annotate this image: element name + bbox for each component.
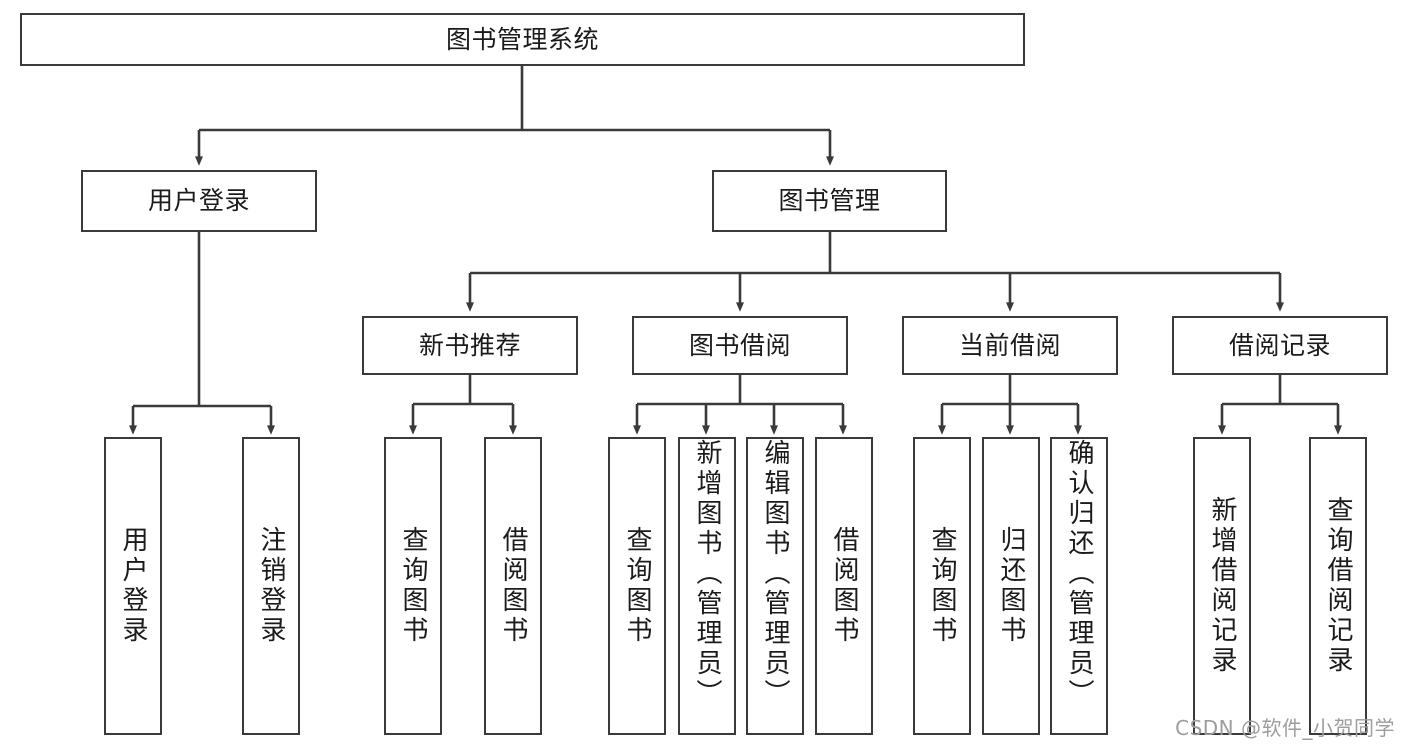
leaf-label: 查询借阅记录 (1323, 496, 1353, 676)
node-book-borrow-label: 图书借阅 (688, 330, 791, 360)
node-book-management[interactable]: 图书管理 (712, 170, 947, 232)
node-new-book-recommend[interactable]: 新书推荐 (362, 316, 578, 375)
leaf-new-book-query-book[interactable]: 查询图书 (384, 437, 442, 735)
node-book-management-label: 图书管理 (778, 186, 881, 215)
watermark: CSDN @软件_小贺同学 (1175, 716, 1395, 740)
leaf-borrow-record-query-record[interactable]: 查询借阅记录 (1309, 437, 1367, 735)
node-book-borrow[interactable]: 图书借阅 (632, 316, 848, 375)
node-user-login-label: 用户登录 (147, 186, 250, 215)
node-new-book-recommend-label: 新书推荐 (418, 330, 521, 360)
leaf-user-login-login[interactable]: 用户登录 (104, 437, 162, 735)
leaf-user-login-logout[interactable]: 注销登录 (242, 437, 300, 735)
leaf-label: 查询图书 (398, 526, 428, 646)
leaf-book-borrow-add-book-admin[interactable]: 新增图书（管理员） (678, 437, 736, 735)
leaf-label: 新增图书（管理员） (692, 439, 722, 709)
leaf-label: 确认归还（管理员） (1064, 439, 1094, 709)
leaf-label: 注销登录 (256, 526, 286, 646)
leaf-new-book-borrow-book[interactable]: 借阅图书 (484, 437, 542, 735)
leaf-label: 编辑图书（管理员） (760, 439, 790, 709)
node-borrow-record[interactable]: 借阅记录 (1172, 316, 1388, 375)
leaf-current-borrow-return-book[interactable]: 归还图书 (982, 437, 1040, 735)
leaf-book-borrow-query-book[interactable]: 查询图书 (608, 437, 666, 735)
leaf-label: 归还图书 (996, 526, 1026, 646)
leaf-book-borrow-borrow-book[interactable]: 借阅图书 (815, 437, 873, 735)
leaf-current-borrow-confirm-return-admin[interactable]: 确认归还（管理员） (1050, 437, 1108, 735)
leaf-label: 用户登录 (118, 526, 148, 646)
node-root-label: 图书管理系统 (445, 24, 599, 54)
leaf-label: 查询图书 (927, 526, 957, 646)
node-current-borrow[interactable]: 当前借阅 (902, 316, 1118, 375)
leaf-borrow-record-add-record[interactable]: 新增借阅记录 (1193, 437, 1251, 735)
node-current-borrow-label: 当前借阅 (958, 330, 1061, 360)
leaf-label: 新增借阅记录 (1207, 496, 1237, 676)
node-borrow-record-label: 借阅记录 (1228, 330, 1331, 360)
leaf-label: 借阅图书 (829, 526, 859, 646)
leaf-label: 查询图书 (622, 526, 652, 646)
leaf-current-borrow-query-book[interactable]: 查询图书 (913, 437, 971, 735)
node-user-login[interactable]: 用户登录 (81, 170, 317, 232)
node-root-book-management-system[interactable]: 图书管理系统 (20, 13, 1025, 66)
leaf-label: 借阅图书 (498, 526, 528, 646)
leaf-book-borrow-edit-book-admin[interactable]: 编辑图书（管理员） (746, 437, 804, 735)
